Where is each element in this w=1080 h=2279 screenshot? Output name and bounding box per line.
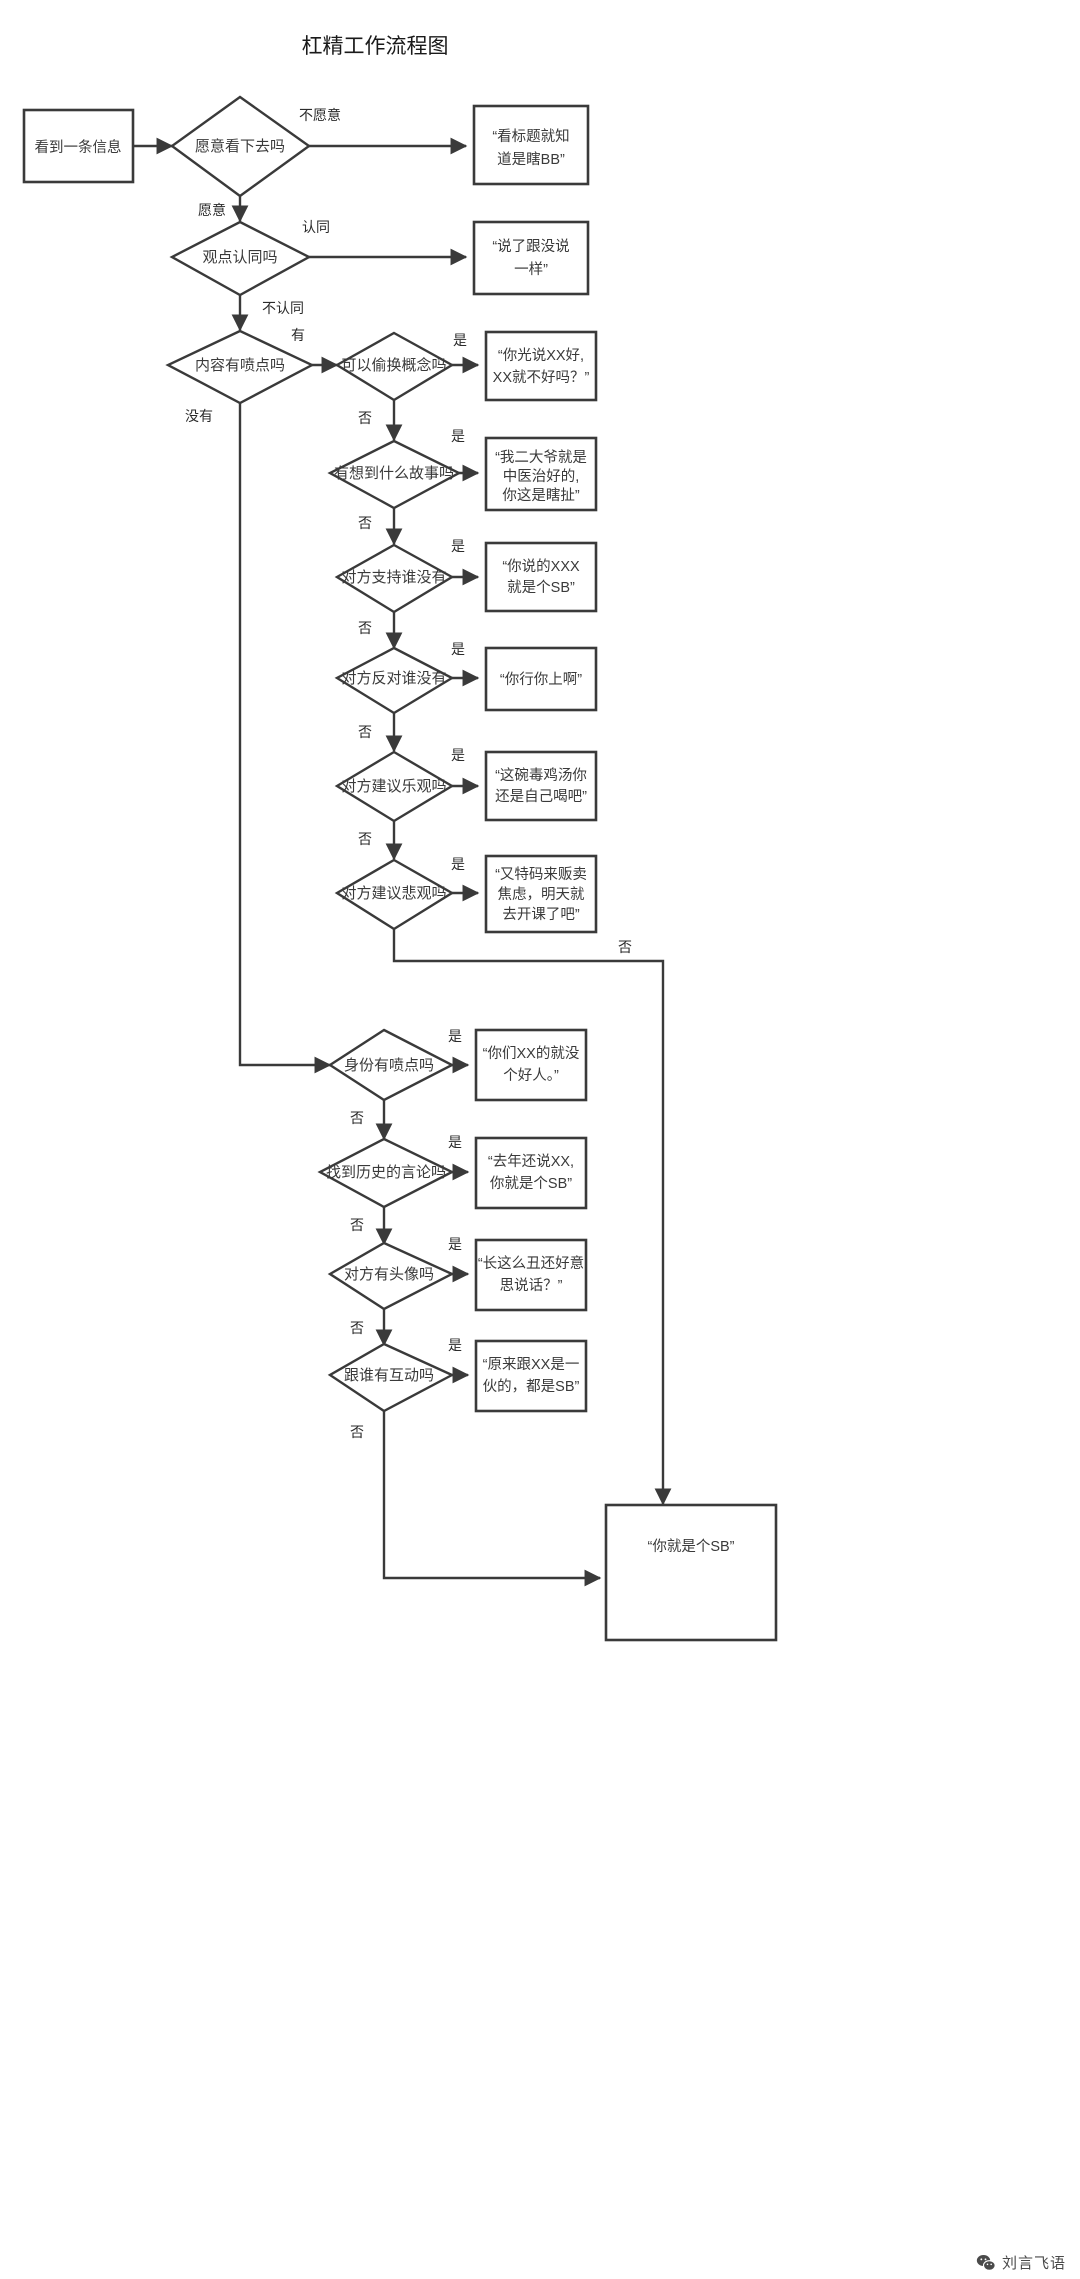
node-o1-line2: 道是瞎BB” (497, 151, 565, 168)
edge-label-no-d4: 否 (358, 410, 372, 426)
node-o1[interactable]: “看标题就知 道是瞎BB” (472, 104, 590, 186)
node-d12-label: 对方有头像吗 (344, 1266, 434, 1283)
edge-label-yes-d5: 是 (451, 428, 465, 444)
node-o10[interactable]: “去年还说XX, 你就是个SB” (474, 1136, 588, 1210)
node-d13-label: 跟谁有互动吗 (344, 1367, 434, 1384)
node-o9[interactable]: “你们XX的就没 个好人。” (474, 1028, 588, 1102)
node-final-label: “你就是个SB” (648, 1538, 735, 1555)
page-title: 杠精工作流程图 (302, 35, 449, 58)
edge-label-no-willing: 不愿意 (299, 107, 341, 123)
node-o8-line3: 去开课了吧” (502, 906, 579, 923)
node-d13[interactable]: 跟谁有互动吗 (327, 1342, 455, 1413)
wechat-icon (976, 2254, 996, 2271)
node-d11[interactable]: 找到历史的言论吗 (317, 1137, 455, 1209)
footer-watermark: 刘言飞语 (976, 2252, 1066, 2273)
node-o2-line2: 一样” (514, 261, 548, 278)
node-o11[interactable]: “长这么丑还好意 思说话？” (474, 1238, 588, 1312)
node-o12[interactable]: “原来跟XX是一 伙的，都是SB” (474, 1339, 588, 1413)
node-d1[interactable]: 愿意看下去吗 (169, 95, 312, 198)
edge-label-yes-d13: 是 (448, 1337, 462, 1353)
node-d11-label: 找到历史的言论吗 (326, 1164, 446, 1181)
edge-label-no-d9: 否 (618, 939, 632, 955)
node-final[interactable]: “你就是个SB” (604, 1503, 778, 1642)
node-o3-line1: “你光说XX好, (498, 347, 584, 364)
edge-label-no-d8: 否 (358, 831, 372, 847)
node-o8[interactable]: “又特码来贩卖 焦虑，明天就 去开课了吧” (484, 854, 598, 934)
node-o7-line2: 还是自己喝吧” (495, 788, 587, 805)
edge-label-disagree: 不认同 (262, 300, 304, 316)
edge-label-yes-d8: 是 (451, 747, 465, 763)
node-o8-line2: 焦虑，明天就 (498, 886, 585, 903)
node-o1-line1: “看标题就知 (492, 128, 569, 145)
node-d3-label: 内容有喷点吗 (195, 357, 285, 374)
node-d2-label: 观点认同吗 (202, 249, 277, 266)
edge-label-no-d12: 否 (350, 1320, 364, 1336)
node-d1-label: 愿意看下去吗 (195, 137, 285, 155)
edge-label-agree: 认同 (302, 219, 330, 235)
node-o4-line1: “我二大爷就是 (495, 449, 587, 466)
node-start[interactable]: 看到一条信息 (22, 108, 135, 184)
node-d8[interactable]: 对方建议乐观吗 (334, 750, 455, 823)
edge-label-has: 有 (291, 327, 305, 343)
node-d8-label: 对方建议乐观吗 (341, 778, 446, 795)
node-o4-line2: 中医治好的, (503, 468, 580, 485)
node-d12[interactable]: 对方有头像吗 (327, 1241, 455, 1311)
node-o5-line2: 就是个SB” (507, 579, 575, 596)
edge-label-no-d10: 否 (350, 1110, 364, 1126)
node-d10-label: 身份有喷点吗 (344, 1057, 434, 1074)
node-o5[interactable]: “你说的XXX 就是个SB” (484, 541, 598, 613)
node-d6[interactable]: 对方支持谁没有 (334, 543, 455, 614)
node-d5[interactable]: 有想到什么故事吗 (327, 439, 462, 510)
node-o4-line3: 你这是瞎扯” (502, 487, 579, 504)
edge-label-yes-d12: 是 (448, 1236, 462, 1252)
node-o10-line1: “去年还说XX, (488, 1153, 574, 1170)
node-o3-line2: XX就不好吗？” (493, 369, 590, 386)
edge-label-yes-d11: 是 (448, 1134, 462, 1150)
edge-label-no-d7: 否 (358, 724, 372, 740)
edge-label-willing: 愿意 (198, 202, 226, 218)
node-o2[interactable]: “说了跟没说 一样” (472, 220, 590, 296)
node-start-label: 看到一条信息 (35, 139, 122, 156)
node-o10-line2: 你就是个SB” (490, 1175, 572, 1192)
node-o11-line2: 思说话？” (500, 1277, 563, 1294)
node-o4[interactable]: “我二大爷就是 中医治好的, (484, 436, 598, 512)
node-o12-line1: “原来跟XX是一 (483, 1356, 580, 1373)
edge-label-yes-d7: 是 (451, 641, 465, 657)
edge-label-none: 没有 (185, 408, 213, 424)
edge-label-yes-d4: 是 (453, 332, 467, 348)
node-o6[interactable]: “你行你上啊” (484, 646, 598, 712)
node-o12-line2: 伙的，都是SB” (483, 1378, 580, 1395)
node-d4-label: 可以偷换概念吗 (341, 356, 446, 374)
edge-label-yes-d10: 是 (448, 1028, 462, 1044)
edge-labels: 不愿意 愿意 认同 不认同 有 没有 是 否 是 否 是 否 是 否 是 否 是… (185, 107, 632, 1440)
node-d9[interactable]: 对方建议悲观吗 (334, 858, 455, 931)
footer-brand-label: 刘言飞语 (1001, 2255, 1066, 2272)
node-d5-label: 有想到什么故事吗 (334, 465, 454, 482)
node-o9-line2: 个好人。” (503, 1067, 559, 1084)
node-o5-line1: “你说的XXX (502, 558, 580, 575)
edge-label-yes-d9: 是 (451, 856, 465, 872)
edge-label-no-d11: 否 (350, 1217, 364, 1233)
node-o7-line1: “这碗毒鸡汤你 (495, 767, 587, 784)
edges (133, 137, 672, 1587)
node-o7[interactable]: “这碗毒鸡汤你 还是自己喝吧” (484, 750, 598, 822)
node-d2[interactable]: 观点认同吗 (169, 220, 312, 297)
node-o3[interactable]: “你光说XX好, XX就不好吗？” (484, 330, 598, 402)
node-d7-label: 对方反对谁没有 (341, 670, 446, 687)
node-o2-line1: “说了跟没说 (492, 238, 569, 255)
node-d4[interactable]: 可以偷换概念吗 (334, 331, 455, 402)
edge-label-no-d5: 否 (358, 515, 372, 531)
node-o8-line1: “又特码来贩卖 (495, 866, 587, 883)
node-d3[interactable]: 内容有喷点吗 (165, 329, 315, 405)
node-o6-line1: “你行你上啊” (500, 671, 582, 688)
edge-label-no-d13: 否 (350, 1424, 364, 1440)
node-d6-label: 对方支持谁没有 (341, 569, 446, 586)
node-o9-line1: “你们XX的就没 (483, 1045, 580, 1062)
node-d10[interactable]: 身份有喷点吗 (327, 1028, 455, 1102)
node-d9-label: 对方建议悲观吗 (341, 885, 446, 902)
edge-label-no-d6: 否 (358, 620, 372, 636)
edge-label-yes-d6: 是 (451, 538, 465, 554)
node-d7[interactable]: 对方反对谁没有 (334, 646, 455, 715)
node-o11-line1: “长这么丑还好意 (478, 1254, 584, 1272)
